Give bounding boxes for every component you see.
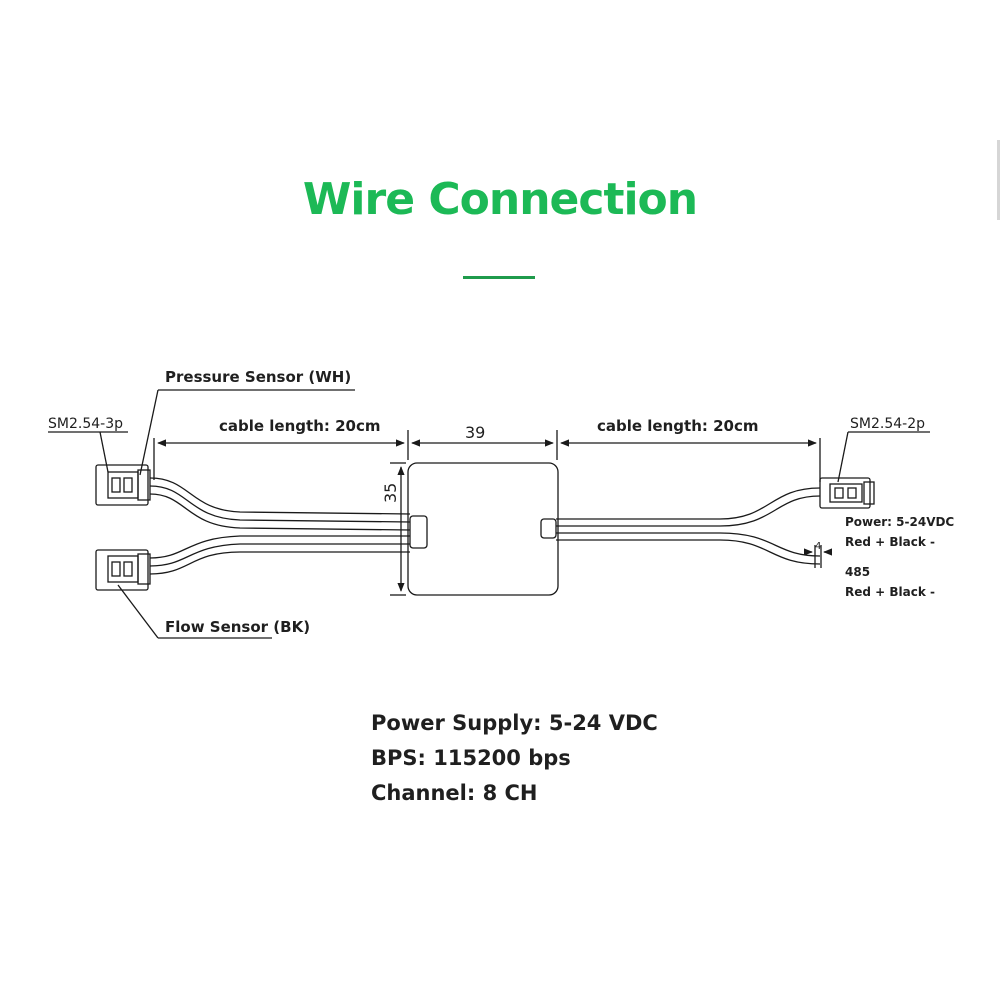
label-power-wires: Red + Black - bbox=[845, 535, 935, 549]
connector-power bbox=[819, 477, 875, 509]
label-strip-dim: 4 bbox=[815, 541, 821, 552]
leader-pressure-sensor bbox=[139, 389, 355, 476]
spec-channel: Channel: 8 CH bbox=[371, 781, 538, 805]
dimension-strip bbox=[803, 545, 833, 568]
label-flow-sensor: Flow Sensor (BK) bbox=[165, 618, 310, 636]
leader-flow-sensor bbox=[117, 584, 272, 639]
label-power: Power: 5-24VDC bbox=[845, 515, 954, 529]
label-right-connector: SM2.54-2p bbox=[850, 416, 925, 432]
title-underline bbox=[463, 276, 535, 279]
label-left-connector: SM2.54-3p bbox=[48, 416, 123, 432]
connector-flow-sensor bbox=[95, 549, 151, 591]
wires-power bbox=[556, 487, 821, 527]
wires-pressure-sensor bbox=[149, 477, 411, 531]
module-right-tab bbox=[540, 518, 557, 539]
dimension-cable-right bbox=[560, 438, 821, 482]
connector-pressure-sensor bbox=[95, 464, 151, 506]
page-edge-marker bbox=[997, 140, 1000, 220]
label-485-wires: Red + Black - bbox=[845, 585, 935, 599]
label-height-dim: 35 bbox=[381, 483, 400, 503]
wires-flow-sensor bbox=[149, 535, 410, 575]
leader-left-connector bbox=[48, 431, 128, 473]
label-cable-right: cable length: 20cm bbox=[597, 417, 758, 435]
label-pressure-sensor: Pressure Sensor (WH) bbox=[165, 368, 351, 386]
dimension-width bbox=[407, 430, 558, 460]
label-width-dim: 39 bbox=[465, 423, 485, 442]
spec-list: Power Supply: 5-24 VDC BPS: 115200 bps C… bbox=[371, 706, 658, 811]
module-body bbox=[407, 462, 559, 596]
page-title: Wire Connection bbox=[302, 174, 698, 225]
module-left-tab bbox=[409, 515, 428, 549]
label-cable-left: cable length: 20cm bbox=[219, 417, 380, 435]
spec-power-supply: Power Supply: 5-24 VDC bbox=[371, 711, 658, 735]
leader-right-connector bbox=[837, 431, 930, 483]
wires-485 bbox=[556, 532, 821, 565]
spec-bps: BPS: 115200 bps bbox=[371, 746, 571, 770]
dimension-cable-left bbox=[153, 438, 405, 480]
label-485: 485 bbox=[845, 565, 870, 579]
dimension-height bbox=[390, 462, 406, 596]
